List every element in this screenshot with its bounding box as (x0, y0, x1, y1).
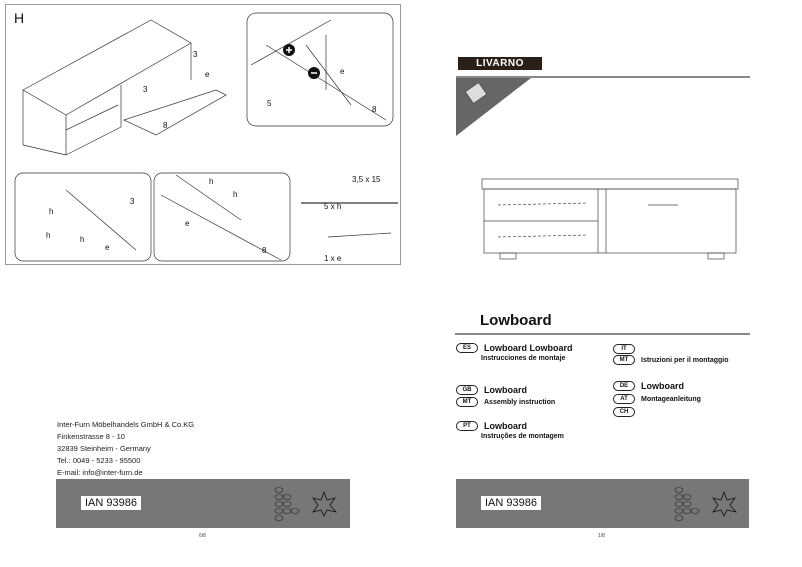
screw-size: 3,5 x 15 (352, 175, 381, 184)
language-subtitle: Assembly instruction (484, 398, 556, 406)
star-icon (712, 491, 737, 517)
language-de: DE Lowboard (613, 381, 684, 391)
country-code: GB (456, 385, 478, 395)
language-ch: CH (613, 407, 641, 417)
step-h-panel: H 3 3 e 8 e 5 8 3 h h h e h h e 8 3,5 x … (5, 4, 401, 265)
part-label: e (340, 67, 345, 76)
language-at: AT Montageanleitung (613, 394, 701, 404)
ian-band: IAN 93986 (56, 479, 350, 528)
part-label: e (185, 219, 190, 228)
ian-number: IAN 93986 (481, 496, 541, 510)
language-it: IT (613, 344, 641, 354)
lowboard-drawing (481, 178, 739, 260)
title-rule (455, 333, 750, 335)
part-label: 8 (163, 121, 168, 130)
screw-quantity: 5 x h (324, 202, 342, 211)
language-title: Lowboard (484, 385, 527, 395)
website-banner (456, 78, 531, 136)
step-label: H (14, 10, 25, 26)
part-label: 8 (262, 246, 267, 255)
country-code: ES (456, 343, 478, 353)
country-code: CH (613, 407, 635, 417)
part-label: h (46, 231, 51, 240)
language-title: Lowboard (484, 421, 527, 431)
language-title: Lowboard Lowboard (484, 343, 573, 353)
part-label: 3 (130, 197, 135, 206)
address-line: 32839 Steinheim - Germany (57, 444, 151, 453)
hinge-quantity: 1 x e (324, 254, 342, 263)
country-code: MT (613, 355, 635, 365)
country-code: IT (613, 344, 635, 354)
address-line: Inter-Furn Möbelhandels GmbH & Co.KG (57, 420, 195, 429)
brand-logo: LIVARNO (458, 57, 542, 70)
language-subtitle: Instruções de montagem (481, 433, 564, 440)
language-subtitle: Montageanleitung (641, 395, 701, 403)
address-line: Tel.: 0049 - 5233 - 95500 (57, 456, 141, 465)
cabinet-drawing (14, 12, 398, 262)
part-label: 8 (372, 105, 377, 114)
ian-band: IAN 93986 (456, 479, 749, 528)
country-code: PT (456, 421, 478, 431)
country-code: DE (613, 381, 635, 391)
part-label: 3 (143, 85, 148, 94)
address-line: E-mail: info@inter-furn.de (57, 468, 143, 477)
part-label: 3 (193, 50, 198, 59)
part-label: h (49, 207, 54, 216)
language-subtitle: Istruzioni per il montaggio (641, 356, 729, 364)
part-label: e (105, 243, 110, 252)
country-codes-icon (274, 487, 300, 521)
country-codes-icon (674, 487, 700, 521)
address-line: Finkenstrasse 8 - 10 (57, 432, 125, 441)
manufacturer-address: Inter-Furn Möbelhandels GmbH & Co.KG Fin… (57, 419, 194, 479)
part-label: h (233, 190, 238, 199)
language-gb: GB Lowboard (456, 385, 527, 395)
page-number: 6/8 (199, 533, 206, 539)
part-label: h (209, 177, 214, 186)
language-title: Lowboard (641, 381, 684, 391)
part-label: 5 (267, 99, 272, 108)
language-es: ES Lowboard Lowboard (456, 343, 573, 353)
part-label: e (205, 70, 210, 79)
language-pt: PT Lowboard (456, 421, 527, 431)
star-icon (312, 491, 337, 517)
brand-name: LIVARNO (476, 58, 524, 69)
part-label: h (80, 235, 85, 244)
language-subtitle: Instrucciones de montaje (481, 355, 566, 362)
ian-number: IAN 93986 (81, 496, 141, 510)
page-number: 1/8 (598, 533, 605, 539)
document-title: Lowboard (480, 312, 552, 329)
country-code: MT (456, 397, 478, 407)
country-code: AT (613, 394, 635, 404)
header-rule (456, 76, 750, 78)
language-gb-mt: MT Assembly instruction (456, 397, 555, 407)
language-it-mt: MT Istruzioni per il montaggio (613, 355, 729, 365)
